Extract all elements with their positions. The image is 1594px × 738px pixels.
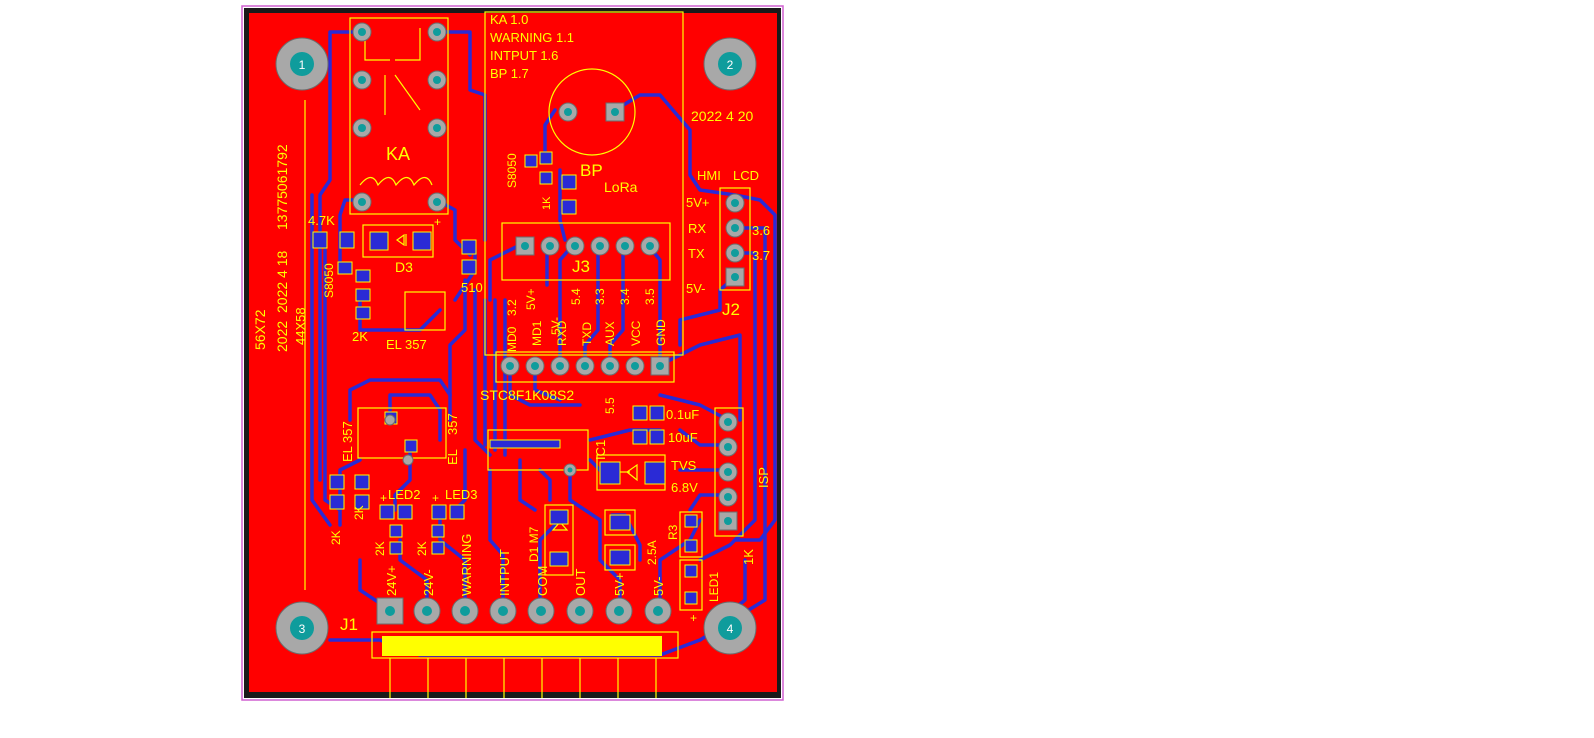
resistor-1k-top-label: 1K	[541, 196, 553, 210]
tvs-label: TVS	[671, 458, 697, 473]
mcu-label: STC8F1K08S2	[480, 387, 574, 403]
s8050-top-label: S8050	[505, 153, 519, 188]
j1-label-5v-plus: 5V+	[612, 573, 627, 597]
j1-label: J1	[340, 615, 358, 634]
j3-pin-md1: MD1	[530, 320, 544, 346]
j3-pin-vcc: VCC	[629, 320, 643, 346]
plus-led3: +	[432, 491, 439, 505]
el357-right-number: 357	[445, 413, 460, 435]
r3-label: R3	[666, 524, 680, 540]
plus-led1: +	[690, 611, 697, 625]
ka-info-line-2: WARNING 1.1	[490, 30, 574, 45]
j2-label: J2	[722, 300, 740, 319]
through-hole-pads	[352, 22, 745, 625]
phone-number-label: 13775061792	[274, 144, 290, 230]
j3-pin-5v-minus: 5V-	[549, 317, 563, 335]
year-label: 2022	[274, 321, 290, 352]
j1-label-intput: INTPUT	[497, 549, 512, 596]
pin-5-5-label: 5.5	[603, 397, 617, 414]
el357-top-label: EL 357	[386, 337, 427, 352]
resistor-510-label: 510	[461, 280, 483, 295]
size-outer-label: 56X72	[252, 309, 268, 350]
plus-d3: +	[434, 215, 441, 229]
cap-10uf-label: 10uF	[668, 430, 698, 445]
mounting-holes: 1 2 3 4	[275, 37, 757, 655]
j3-pin-txd: TXD	[580, 322, 594, 346]
j1-label-out: OUT	[573, 569, 588, 597]
j3-pin-5v-plus: 5V+	[524, 288, 538, 310]
diode-d1-m7-label: D1 M7	[527, 526, 541, 562]
j3-pin-3-4: 3.4	[618, 288, 632, 305]
s8050-left-label: S8050	[322, 263, 336, 298]
date-right-label: 2022 4 20	[691, 108, 753, 124]
j2-label-5v-minus: 5V-	[686, 281, 706, 296]
resistor-2k-d-label: 2K	[415, 541, 429, 556]
j3-pin-gnd: GND	[654, 319, 668, 346]
ka-info-line-4: BP 1.7	[490, 66, 529, 81]
j2-label-rx: RX	[688, 221, 706, 236]
lora-label: LoRa	[604, 179, 638, 195]
bp-buzzer-label: BP	[580, 161, 603, 180]
resistor-2k-a-label: 2K	[329, 530, 343, 545]
j3-pin-5-4: 5.4	[569, 288, 583, 305]
hmi-label: HMI	[697, 168, 721, 183]
j1-label-24v-plus: 24V+	[384, 565, 399, 596]
resistor-2k-label: 2K	[352, 329, 368, 344]
size-inner-label: 44X58	[293, 307, 308, 345]
j3-label: J3	[572, 257, 590, 276]
j3-pin-3-3: 3.3	[593, 288, 607, 305]
silkscreen-text: KA 1.0 WARNING 1.1 INTPUT 1.6 BP 1.7 202…	[252, 12, 771, 634]
led3-label: LED3	[445, 487, 478, 502]
cap-01uf-label: 0.1uF	[666, 407, 699, 422]
mounting-hole-2-label: 2	[727, 58, 734, 72]
ka-info-line-1: KA 1.0	[490, 12, 528, 27]
ic1-label: IC1	[593, 440, 608, 460]
tvs-voltage-label: 6.8V	[671, 480, 698, 495]
j1-label-com: COM	[535, 566, 550, 596]
lcd-label: LCD	[733, 168, 759, 183]
silkscreen-outlines	[304, 11, 751, 698]
j1-label-5v-minus: 5V-	[651, 576, 666, 596]
resistor-4k7-label: 4.7K	[308, 213, 335, 228]
j2-pin-3-7: 3.7	[752, 248, 770, 263]
j3-pin-aux: AUX	[603, 321, 617, 346]
el357-right-letters: EL	[445, 449, 460, 465]
mounting-hole-3-label: 3	[299, 622, 306, 636]
j2-label-5v-plus: 5V+	[686, 195, 710, 210]
j2-pin-3-6: 3.6	[752, 223, 770, 238]
mounting-hole-4-label: 4	[727, 622, 734, 636]
resistor-2k-c-label: 2K	[373, 541, 387, 556]
resistor-2k-b-label: 2K	[352, 505, 366, 520]
ka-info-line-3: INTPUT 1.6	[490, 48, 558, 63]
j2-label-tx: TX	[688, 246, 705, 261]
j3-pin-rxd: RXD	[555, 320, 569, 346]
mounting-hole-1-label: 1	[299, 58, 306, 72]
board-outline	[241, 5, 784, 701]
j1-label-warning: WARNING	[459, 534, 474, 596]
j1-connector-body	[382, 636, 662, 656]
j1-label-24v-minus: 24V-	[421, 569, 436, 596]
led1-label: LED1	[707, 572, 721, 602]
led2-label: LED2	[388, 487, 421, 502]
fuse-2-5a-label: 2.5A	[645, 540, 659, 565]
plus-led2: +	[380, 491, 387, 505]
date-left-label: 2022 4 18	[274, 251, 290, 313]
isp-label: ISP	[756, 467, 771, 488]
resistor-1k-right-label: 1K	[741, 549, 756, 565]
j3-pin-3-5: 3.5	[643, 288, 657, 305]
j3-pin-3-2: 3.2	[505, 299, 519, 316]
d3-label: D3	[395, 259, 413, 275]
ka-relay-label: KA	[386, 144, 410, 164]
j3-pin-md0: MD0	[505, 326, 519, 352]
el357-left-label: EL 357	[340, 421, 355, 462]
